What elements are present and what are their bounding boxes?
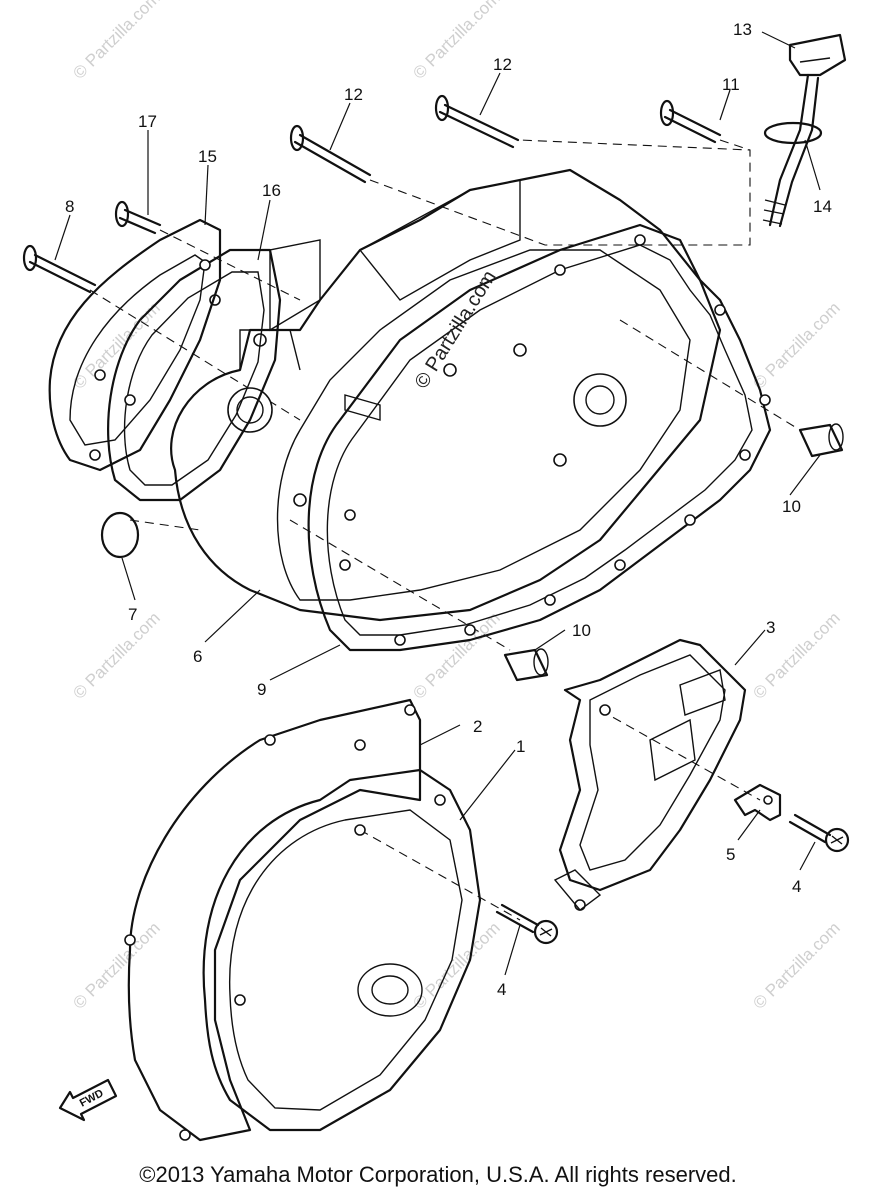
- crankcase-cover-part-6: [170, 168, 722, 622]
- o-ring-part-14: [763, 121, 823, 145]
- callout-13: 13: [733, 20, 752, 39]
- gasket-part-2: [124, 698, 422, 1142]
- callout-6: 6: [193, 647, 202, 666]
- callout-3: 3: [766, 618, 775, 637]
- bolt-part-4-lower: [495, 903, 559, 945]
- copyright-notice: ©2013 Yamaha Motor Corporation, U.S.A. A…: [139, 1162, 737, 1187]
- watermark: © Partzilla.com: [69, 918, 163, 1012]
- callout-5: 5: [726, 845, 735, 864]
- gasket-part-9: [307, 223, 772, 652]
- plug-part-7: [100, 511, 140, 559]
- callout-1: 1: [516, 737, 525, 756]
- chain-cover-part-3: [553, 638, 747, 911]
- bolt-part-17: [114, 200, 162, 235]
- bolt-part-12-right: [434, 94, 520, 149]
- leader-lines: [54, 31, 821, 976]
- watermark: © Partzilla.com: [749, 608, 843, 702]
- gasket-part-16: [107, 248, 282, 502]
- fwd-label: FWD: [78, 1087, 106, 1109]
- callout-4-right: 4: [792, 877, 801, 896]
- callout-12-right: 12: [493, 55, 512, 74]
- callout-numbers: 1 2 3 4 4 5 6 7 8 9 10 10 11 12 12 13 14…: [65, 20, 832, 999]
- fwd-arrow: FWD: [58, 1078, 118, 1122]
- assembly-lines: [89, 139, 801, 921]
- dowel-part-10-right: [798, 423, 844, 458]
- watermark: © Partzilla.com: [749, 298, 843, 392]
- bolt-part-4-right: [788, 813, 850, 853]
- callout-4-lower: 4: [497, 980, 506, 999]
- callout-11: 11: [722, 75, 740, 94]
- dipstick-part-13: [762, 33, 847, 228]
- callout-10-right: 10: [782, 497, 801, 516]
- watermark: © Partzilla.com: [409, 608, 503, 702]
- watermark: © Partzilla.com: [409, 0, 503, 83]
- callout-9: 9: [257, 680, 266, 699]
- watermark: © Partzilla.com: [749, 918, 843, 1012]
- callout-15: 15: [198, 147, 217, 166]
- callout-2: 2: [473, 717, 482, 736]
- watermark: © Partzilla.com: [69, 608, 163, 702]
- clamp-part-5: [733, 783, 782, 822]
- generator-cover-part-1: [202, 768, 482, 1132]
- callout-14: 14: [813, 197, 832, 216]
- callout-12-left: 12: [344, 85, 363, 104]
- dowel-part-10-lower: [503, 648, 549, 682]
- small-cover-part-15: [48, 218, 222, 472]
- callout-7: 7: [128, 605, 137, 624]
- callout-10-lower: 10: [572, 621, 591, 640]
- callout-17: 17: [138, 112, 157, 131]
- bolt-part-12-left: [289, 124, 372, 184]
- watermark: © Partzilla.com: [69, 0, 163, 83]
- callout-8: 8: [65, 197, 74, 216]
- bolt-part-11: [659, 99, 722, 144]
- bolt-part-8: [22, 244, 97, 294]
- callout-16: 16: [262, 181, 281, 200]
